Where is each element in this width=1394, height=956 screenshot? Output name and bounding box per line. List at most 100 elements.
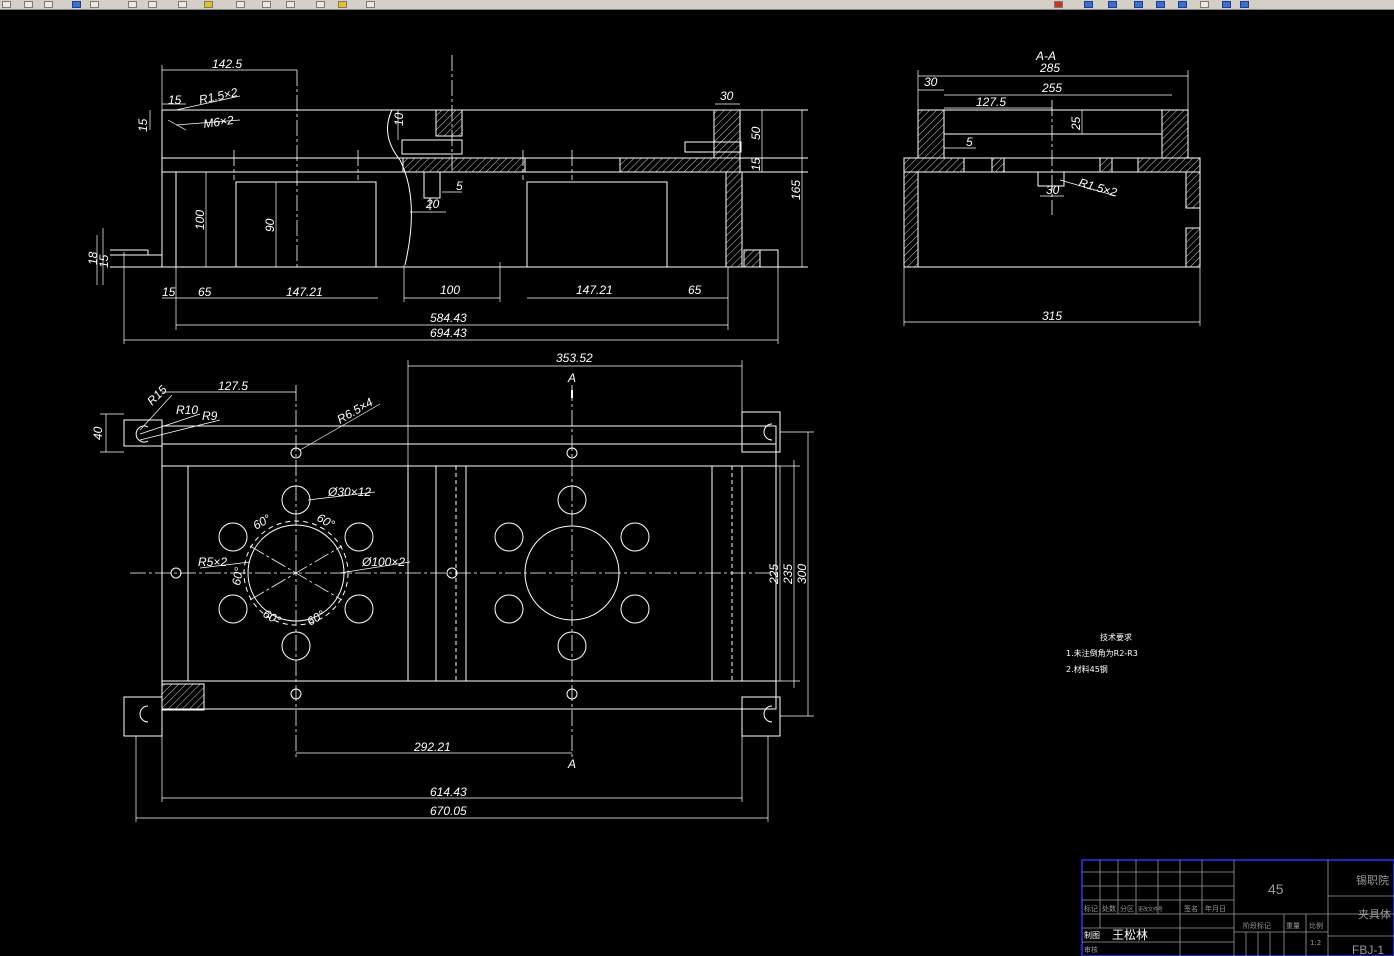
dim-b147-21b: 147.21 [576,283,613,297]
layers-icon[interactable] [204,1,213,8]
dim-r15x2: R1.5×2 [198,85,239,107]
plan-dim-r10: R10 [176,403,198,417]
technical-requirements: 技术要求 1.未注倒角为R2-R3 2.材料45钢 [1066,632,1138,674]
dim-18: 18 [86,251,100,265]
tb-designer-name: 王松林 [1112,928,1148,942]
dim-b15: 15 [162,285,176,299]
grid-icon[interactable] [316,1,325,8]
ime-arrow-icon[interactable] [1240,1,1249,8]
plan-dim-60d: 60° [261,606,284,627]
zoom-extents-icon[interactable] [148,1,157,8]
tech-note-2: 2.材料45钢 [1066,664,1108,674]
plan-dim-r9: R9 [202,409,218,423]
save-file-icon[interactable] [24,1,33,8]
plan-dim-phi30x12: Ø30×12 [327,485,371,499]
dim-30: 30 [720,89,734,103]
refresh-icon[interactable] [366,1,375,8]
tb-header-5: 年月日 [1205,904,1226,913]
open-file-icon[interactable] [2,1,11,8]
properties-icon[interactable] [236,1,245,8]
sec-dim-285: 285 [1039,61,1060,75]
dim-b100: 100 [440,283,460,297]
plan-dim-292-21: 292.21 [413,740,451,754]
ime-settings-icon[interactable] [1222,1,1231,8]
ime-punct-icon[interactable] [1084,1,1093,8]
plan-dim-235: 235 [781,564,795,585]
section-marker-top: A [567,371,576,385]
dim-50: 50 [749,126,763,140]
tb-part-name: 夹具体 [1358,907,1391,921]
plan-dim-60e: 60° [305,607,328,628]
tech-notes-title: 技术要求 [1100,632,1132,642]
plan-dim-r6-5x4: R6.5×4 [335,395,376,427]
ime-tools-icon[interactable] [1156,1,1165,8]
plan-dim-300: 300 [795,564,809,584]
dim-b147-21a: 147.21 [286,285,323,299]
plan-dim-60a: 60° [251,511,274,532]
front-view: 142.5 15 R1.5×2 M6×2 15 10 30 50 15 165 … [86,55,808,344]
sec-dim-255: 255 [1041,81,1062,95]
ime-logo-icon[interactable] [1054,1,1063,8]
plan-dim-225: 225 [767,564,781,585]
tb-drawing-no: FBJ-1 [1352,943,1384,956]
dim-100: 100 [193,210,207,230]
tb-mid-1: 重量 [1286,922,1300,930]
ime-skin-icon[interactable] [1178,1,1187,8]
plan-dim-614-43: 614.43 [430,785,467,799]
redo-icon[interactable] [90,1,99,8]
tb-mid-0: 阶段标记 [1243,921,1271,930]
plan-dim-670-05: 670.05 [430,804,467,818]
tech-note-1: 1.未注倒角为R2-R3 [1066,648,1138,658]
print-icon[interactable] [262,1,271,8]
plan-dim-40: 40 [91,426,105,440]
dim-694-43: 694.43 [430,326,467,340]
tb-school: 锡职院 [1356,873,1389,887]
plan-dim-r5x2: R5×2 [198,555,227,569]
dim-584-43: 584.43 [430,311,467,325]
ime-keyboard-icon[interactable] [1134,1,1143,8]
settings-icon[interactable] [286,1,295,8]
ime-mode-icon[interactable] [1108,1,1117,8]
sec-dim-127-5: 127.5 [976,95,1006,109]
drawing-canvas[interactable]: 142.5 15 R1.5×2 M6×2 15 10 30 50 15 165 … [0,10,1394,956]
tb-scale-value: 1:2 [1310,939,1321,947]
undo-icon[interactable] [44,1,53,8]
tb-header-2: 分区 [1120,904,1134,913]
dim-15: 15 [168,93,182,107]
tb-review-label: 审核 [1084,945,1098,954]
dim-b65b: 65 [688,283,702,297]
sec-dim-25: 25 [1069,116,1083,131]
zoom-window-icon[interactable] [72,1,81,8]
dim-5: 5 [456,179,463,193]
dim-15-right: 15 [749,157,763,171]
pan-icon[interactable] [128,1,137,8]
tb-material: 45 [1268,881,1284,897]
dim-10: 10 [392,112,406,126]
lock-icon[interactable] [338,1,347,8]
tb-header-1: 处数 [1102,904,1116,913]
plan-dim-127-5: 127.5 [218,379,248,393]
plan-dim-phi100x2: Ø100×2 [361,555,405,569]
plan-view: A A R15 R10 R9 127.5 40 R6.5×4 353.52 Ø3… [91,351,814,822]
dim-m6x2: M6×2 [202,113,234,131]
dim-165: 165 [789,180,803,200]
plan-dim-60c: 60° [229,566,246,587]
plan-dim-353-52: 353.52 [556,351,593,365]
sec-dim-5: 5 [966,135,973,149]
dim-15-small: 15 [97,254,111,268]
sec-dim-30: 30 [924,75,938,89]
tb-header-3: 更改文件号 [1138,906,1163,913]
help-icon[interactable] [178,1,187,8]
section-view: A-A [903,49,1201,326]
tb-header-4: 签名 [1184,904,1198,913]
cad-toolbar [0,0,1394,10]
sec-dim-315: 315 [1042,309,1062,323]
tb-header-0: 标记 [1084,904,1098,913]
dim-90: 90 [263,218,277,232]
section-marker-bottom: A [567,757,576,771]
dim-b65: 65 [198,285,212,299]
tb-designer-label: 制图 [1084,930,1100,940]
section-label: A-A [1035,49,1056,63]
plan-dim-r15: R15 [144,382,170,408]
ime-menu-icon[interactable] [1200,1,1209,8]
